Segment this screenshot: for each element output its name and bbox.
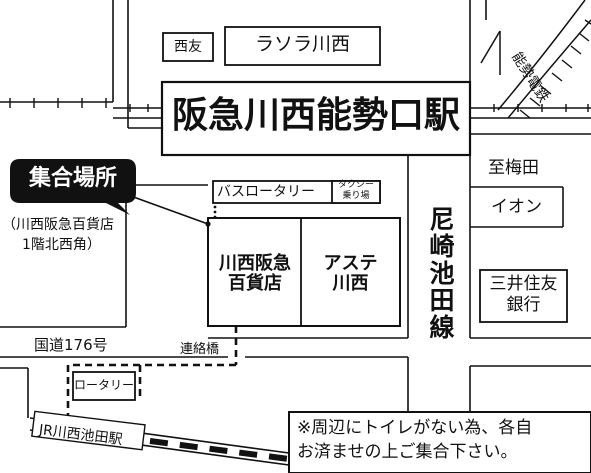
- station-name: 阪急川西能勢口駅: [171, 95, 460, 136]
- jr-station-frame: [31, 410, 146, 451]
- meeting-point-marker: [127, 194, 217, 227]
- meeting-point-title: 集合場所: [28, 166, 117, 191]
- ikeda-line-label: 尼崎池田線: [426, 206, 455, 341]
- meeting-point-detail-2: 1階北西角）: [22, 237, 101, 253]
- nishitomo-label: 西友: [174, 39, 202, 55]
- dept-block: [207, 217, 401, 327]
- meeting-point-detail-1: （川西阪急百貨店: [2, 217, 114, 233]
- meeting-callout-shape: [10, 159, 136, 215]
- lasora-building: [224, 26, 381, 66]
- aste-label-2: 川西: [332, 273, 369, 294]
- notice-line-1: ※周辺にトイレがない為、各自: [297, 418, 533, 438]
- bus-rotary-label: バスロータリー: [217, 184, 315, 200]
- to-umeda-label: 至梅田: [488, 158, 539, 178]
- taxi-label-1: タクシー: [337, 180, 374, 190]
- station-building: [160, 80, 472, 157]
- notice-box: [288, 411, 591, 473]
- connecting-bridge-label: 連絡橋: [180, 342, 220, 357]
- notice-line-2: お済ませの上ご集合下さい。: [297, 442, 518, 462]
- nishitomo-building: [162, 32, 214, 62]
- taxi-box: [331, 180, 381, 204]
- mitsui-building: [479, 269, 568, 323]
- connecting-walkway: [66, 326, 238, 418]
- rotary-small-box: [72, 371, 136, 401]
- taxi-label-2: 乗り場: [342, 191, 370, 201]
- rotary-small-label: ロータリー: [73, 378, 134, 392]
- route176-label: 国道176号: [34, 336, 108, 354]
- aste-label-1: アステ: [323, 253, 378, 274]
- hankyu-dept-label-2: 百貨店: [228, 273, 282, 294]
- aeon-label: イオン: [491, 197, 542, 217]
- lasora-label: ラソラ川西: [254, 33, 350, 55]
- mitsui-label-2: 銀行: [506, 295, 541, 315]
- mitsui-label-1: 三井住友: [489, 274, 558, 294]
- hankyu-dept-label-1: 川西阪急: [219, 253, 291, 274]
